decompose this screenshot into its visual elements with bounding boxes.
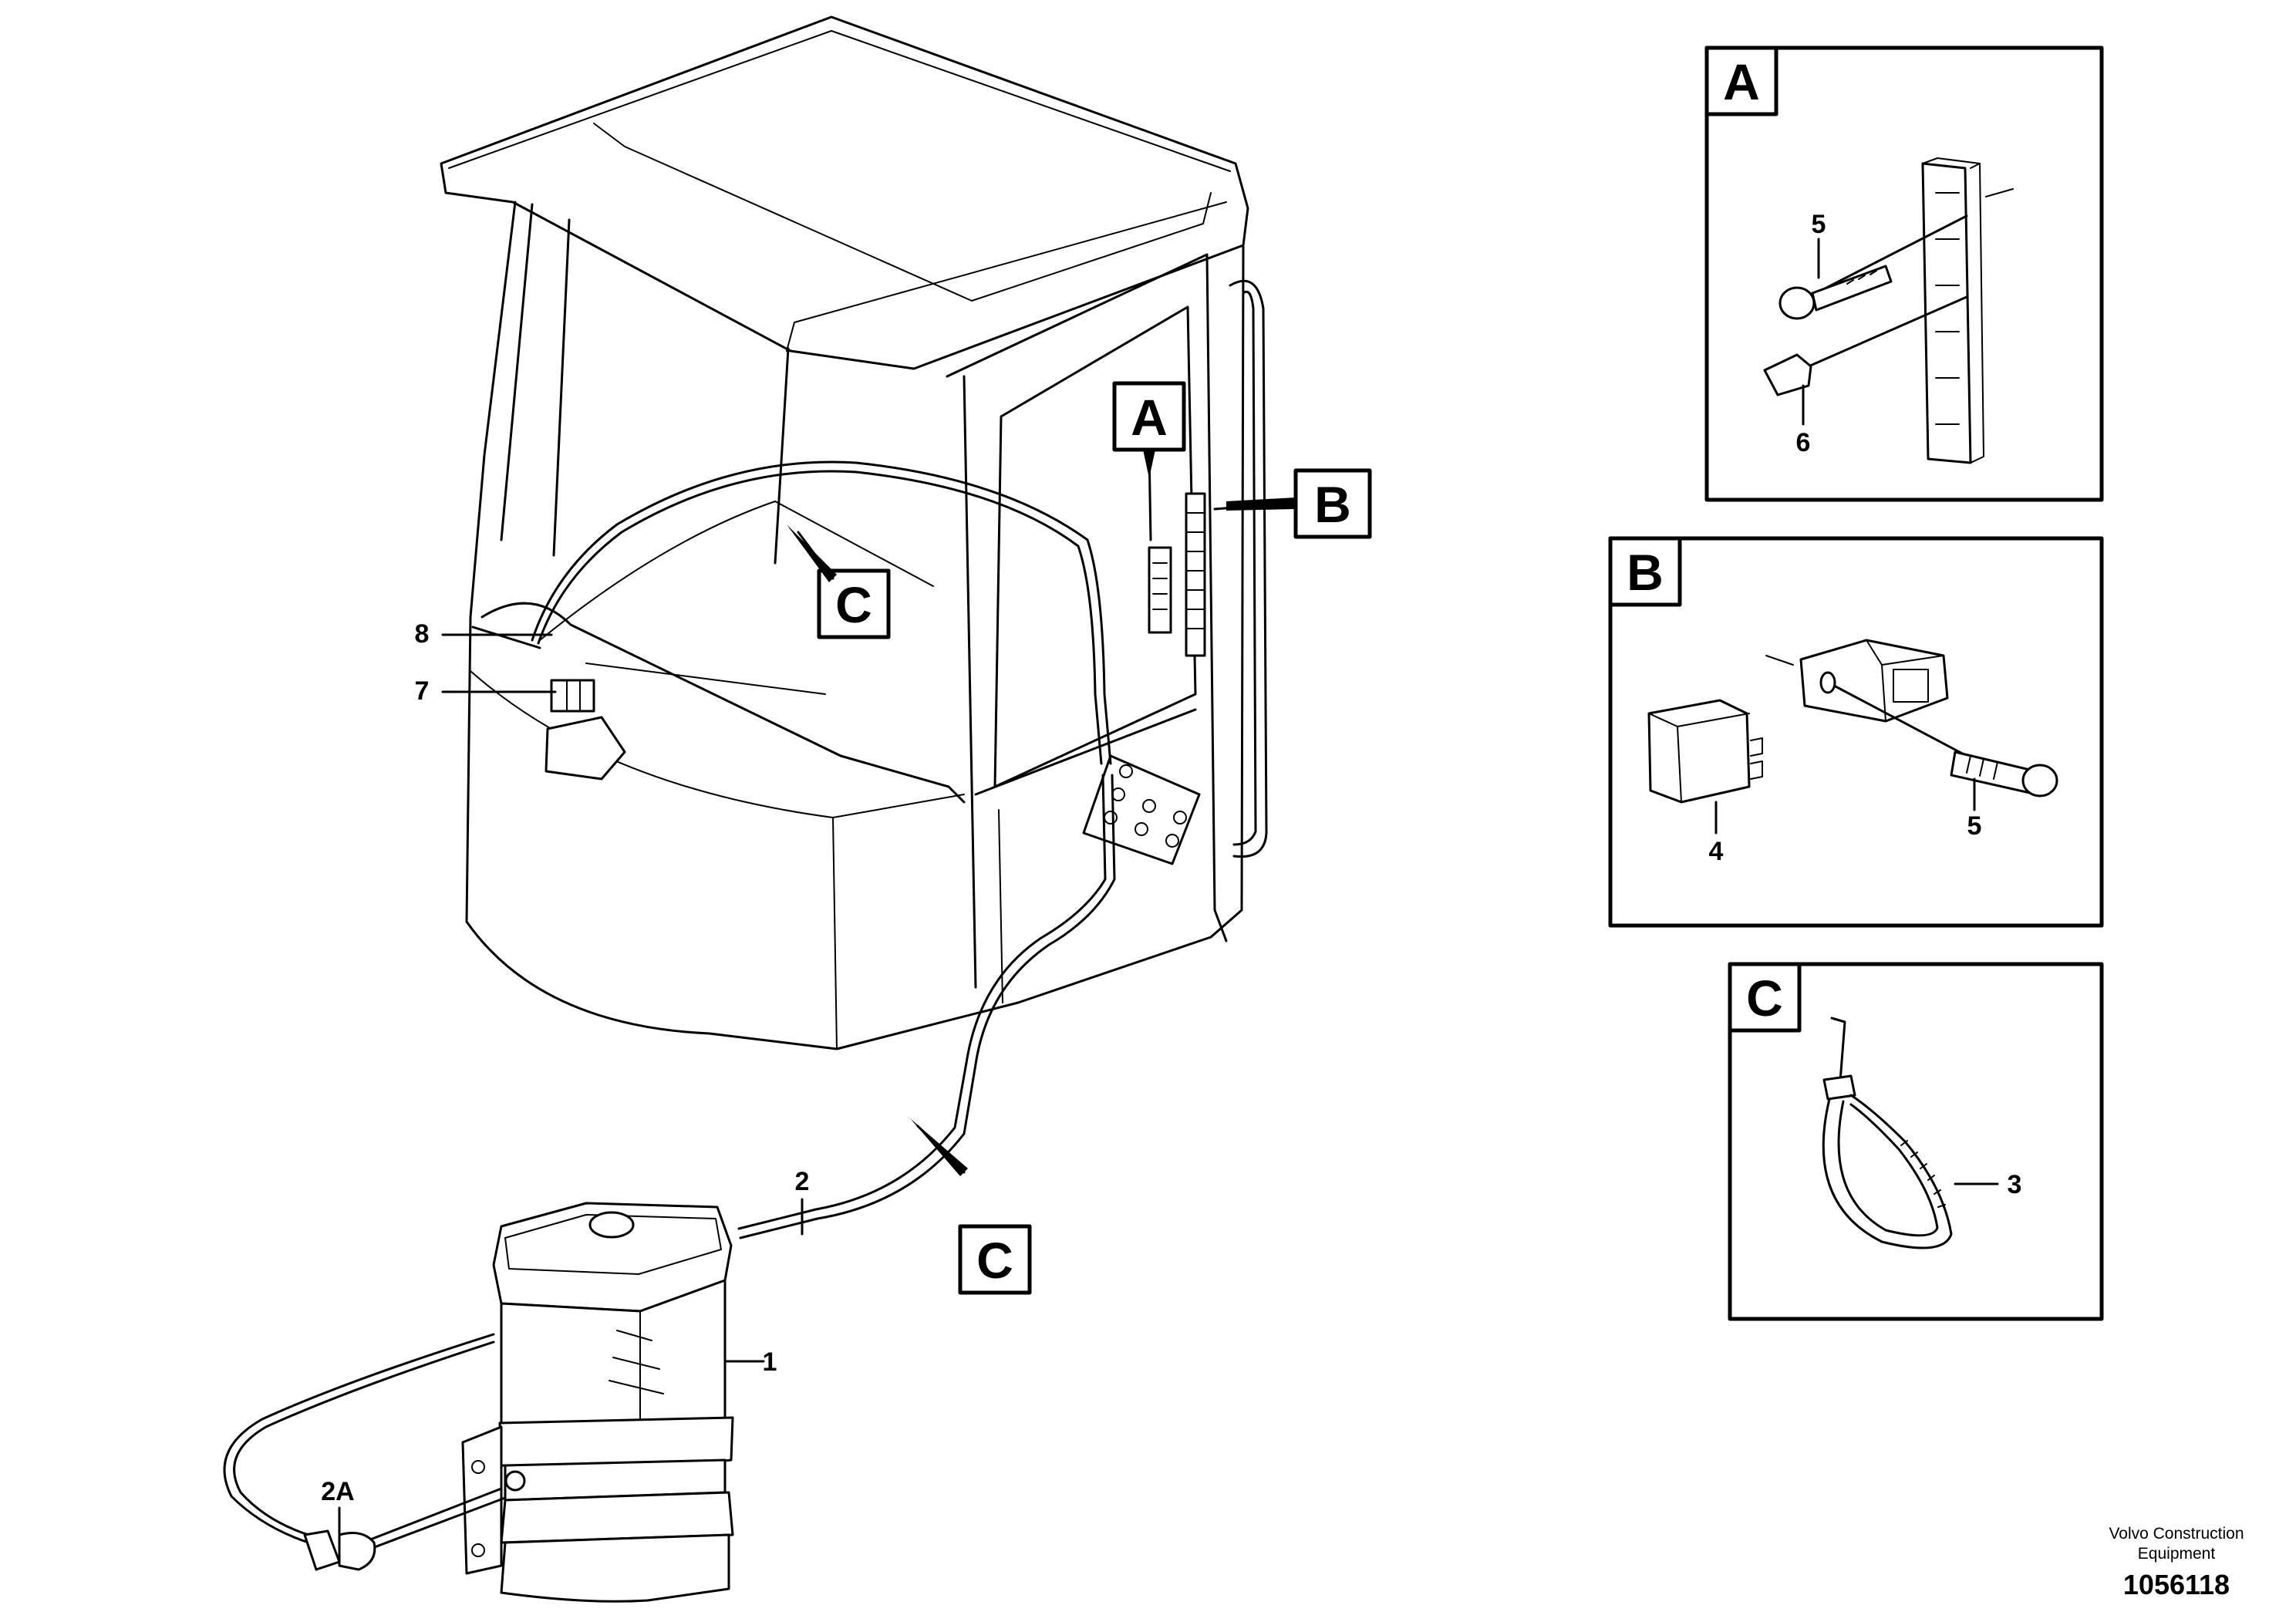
detail-panel-c: C 3: [1728, 962, 2104, 1321]
callout-5-b: 5: [1967, 811, 1982, 841]
callout-2a: 2A: [321, 1477, 354, 1506]
wiring-harness: [531, 460, 1116, 1239]
callout-2: 2: [795, 1167, 810, 1196]
detail-panel-a: A 5 6: [1704, 46, 2104, 502]
marker-c-cab: C: [817, 568, 891, 639]
callout-1: 1: [763, 1347, 777, 1377]
callout-8: 8: [415, 619, 430, 649]
detail-a-label: A: [1723, 53, 1760, 110]
callout-3: 3: [2008, 1170, 2022, 1199]
drawing-number: 1056118: [2123, 1569, 2230, 1600]
svg-text:C: C: [835, 576, 872, 633]
operator-cab: [440, 15, 1268, 1050]
company-name-line2: Equipment: [2138, 1545, 2216, 1563]
leader-lines: [338, 448, 1297, 1536]
main-callouts: 1 2 2A 7 8: [321, 619, 809, 1506]
company-name-line1: Volvo Construction: [2109, 1525, 2244, 1543]
svg-text:A: A: [1131, 389, 1168, 446]
marker-c-harness: C: [958, 1224, 1032, 1295]
marker-a: A: [1112, 381, 1186, 452]
detail-c-label: C: [1746, 969, 1783, 1027]
detail-b-label: B: [1627, 544, 1664, 601]
callout-6: 6: [1796, 428, 1811, 457]
fluid-tank: [223, 1202, 734, 1603]
publisher-footer: Volvo Construction Equipment 1056118: [2109, 1525, 2244, 1600]
callout-5-a: 5: [1812, 210, 1826, 239]
svg-text:C: C: [976, 1232, 1013, 1289]
detail-panel-b: B 4 5: [1608, 536, 2104, 928]
callout-7: 7: [415, 676, 430, 706]
marker-b: B: [1293, 468, 1372, 539]
svg-text:B: B: [1314, 476, 1351, 533]
callout-4: 4: [1709, 837, 1724, 866]
